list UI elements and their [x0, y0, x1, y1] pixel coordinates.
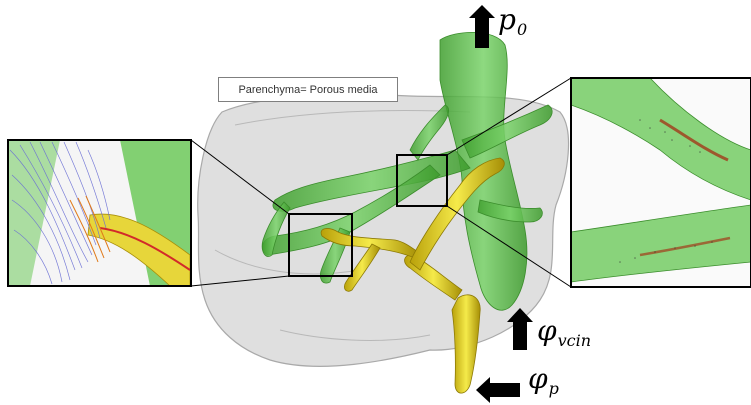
- right-zoom-inset: [571, 78, 751, 287]
- parenchyma-label: Parenchyma= Porous media: [218, 77, 398, 102]
- outlet-pressure-label: p0: [498, 6, 527, 34]
- portal-arrow: [476, 377, 520, 403]
- vena-cava-flux-label: φvcin: [537, 317, 591, 345]
- portal-flux-label: φp: [528, 365, 559, 393]
- left-zoom-inset: [8, 140, 191, 286]
